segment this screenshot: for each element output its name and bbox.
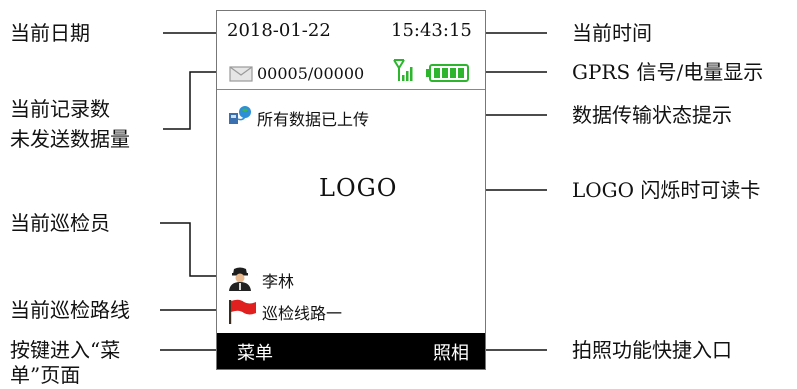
device-inspector: 李林 [262, 272, 295, 291]
label-transfer: 数据传输状态提示 [572, 103, 732, 127]
device-records: 00005/00000 [257, 64, 365, 83]
label-current-time: 当前时间 [572, 21, 652, 45]
softkey-bar: 菜单 照相 [217, 333, 485, 369]
line-records [163, 71, 228, 130]
label-inspector: 当前巡检员 [10, 211, 110, 235]
label-route: 当前巡检路线 [10, 298, 130, 322]
device-date: 2018-01-22 [227, 20, 331, 41]
device-route: 巡检线路一 [262, 304, 343, 323]
label-records-line1: 当前记录数 [10, 97, 110, 121]
label-gprs: GPRS 信号/电量显示 [572, 60, 764, 84]
label-current-date: 当前日期 [10, 21, 90, 45]
device-status-text: 所有数据已上传 [257, 110, 370, 129]
status-divider [217, 89, 485, 90]
device-screen: 2018-01-22 15:43:15 00005/00000 [216, 10, 486, 370]
label-records-line2: 未发送数据量 [10, 127, 130, 151]
battery-icon [426, 64, 469, 82]
photo-softkey[interactable]: 照相 [433, 343, 469, 364]
label-menu-line1: 按键进入“菜 [10, 338, 121, 362]
label-logo: LOGO 闪烁时可读卡 [572, 178, 761, 202]
data-upload-icon [229, 106, 251, 124]
label-photo: 拍照功能快捷入口 [572, 338, 732, 362]
menu-softkey[interactable]: 菜单 [237, 343, 273, 364]
device-time: 15:43:15 [391, 20, 472, 41]
envelope-icon [229, 66, 253, 82]
line-inspector [160, 222, 218, 277]
signal-icon [393, 59, 413, 81]
label-menu-line2: 单”页面 [10, 363, 81, 387]
device-logo: LOGO [319, 174, 398, 202]
flag-icon [229, 299, 256, 324]
inspector-avatar-icon [229, 267, 251, 291]
